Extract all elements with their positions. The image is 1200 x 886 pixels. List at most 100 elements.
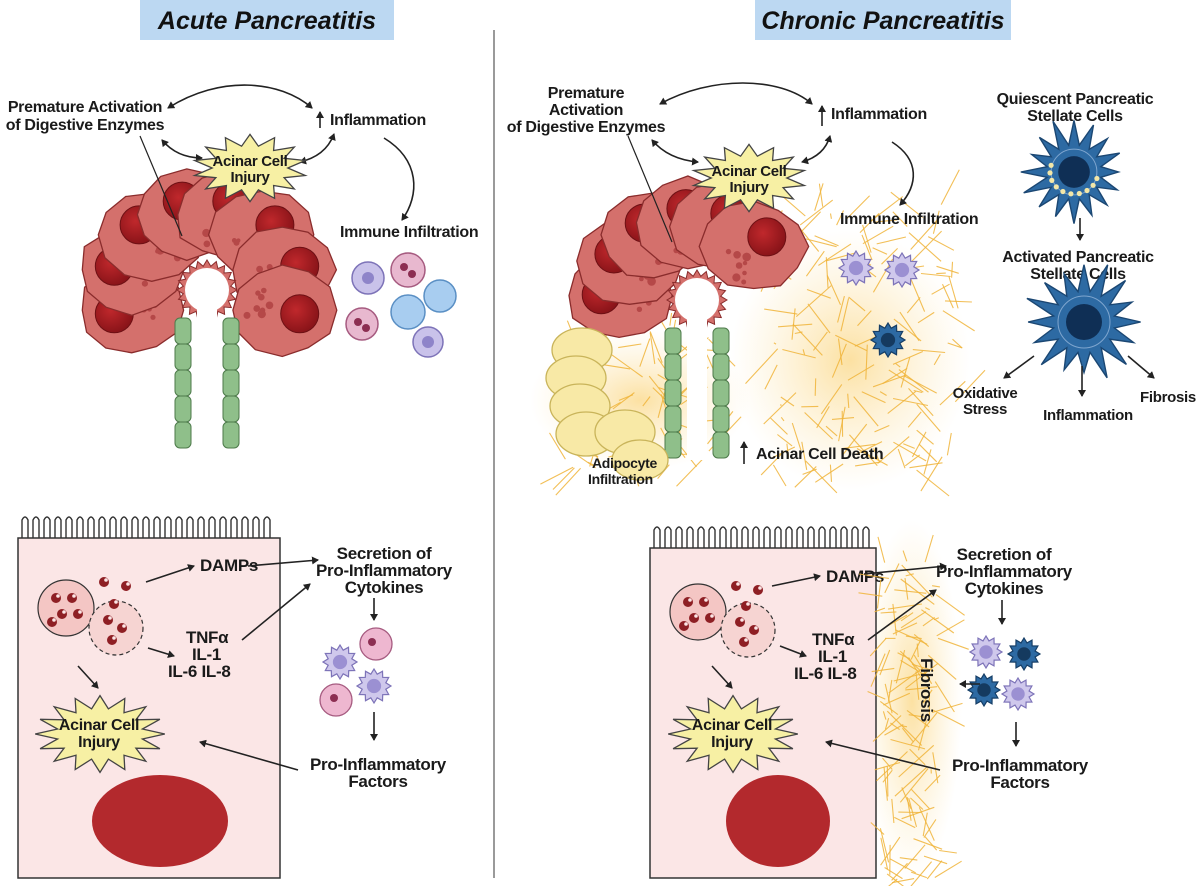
chronic-premature-label-2: Activation: [549, 102, 623, 119]
acinar-cell: [232, 264, 338, 358]
injury-star-shape: [691, 143, 807, 213]
stellate-fibrosis-label: Fibrosis: [1140, 389, 1196, 406]
activated-stellate-cell: [1026, 264, 1141, 379]
acute-cycle-arrow-top: [167, 84, 313, 109]
activated-label-1: Activated Pancreatic: [1002, 249, 1154, 266]
chronic-immune-arrow: [891, 141, 915, 206]
zymogen-granule: [705, 613, 715, 623]
acute-title-group: Acute Pancreatitis: [140, 0, 394, 40]
quiescent-stellate-cell: [1020, 120, 1121, 224]
stellate-inflammation-label: Inflammation: [1043, 407, 1133, 424]
adipocyte-label-1: Adipocyte: [592, 455, 657, 471]
zymogen-vesicle: [37, 579, 95, 637]
oxidative-arrow: [1003, 355, 1035, 379]
acute-premature-label-1: Premature Activation: [8, 99, 162, 116]
chronic-top-labels: Premature Activation of Digestive Enzyme…: [507, 82, 979, 487]
acute-tnf-to-secretion-arrow: [241, 583, 311, 641]
chronic-premature-pointer: [627, 135, 673, 243]
chronic-acinar-cell: DAMPs TNFα IL-1 IL-6 IL-8: [649, 526, 884, 879]
duct: [174, 300, 240, 450]
fibrosis-vertical-label: Fibrosis: [917, 658, 936, 722]
acute-injury-label-2: Injury: [230, 169, 270, 186]
injury-star-shape: [668, 694, 798, 774]
chronic-injury-label-2: Injury: [729, 179, 769, 196]
zymogen-granule: [689, 613, 699, 623]
acute-title-background: [140, 0, 394, 40]
chronic-cell-injury-label-2: Injury: [711, 734, 753, 751]
acute-injury-arrow: [77, 665, 99, 689]
acute-premature-pointer: [139, 135, 183, 237]
oxidative-label-2: Stress: [963, 401, 1007, 418]
zymogen-granule: [741, 601, 751, 611]
lymphocyte: [423, 279, 457, 313]
zymogen-granule: [739, 637, 749, 647]
chronic-factors-to-injury-arrow: [825, 739, 941, 771]
zymogen-granule: [51, 593, 61, 603]
chronic-cell-injury-label-1: Acinar Cell: [692, 717, 772, 734]
acute-injury-star: [192, 133, 308, 203]
zymogen-granule: [683, 597, 693, 607]
neutrophil: [345, 307, 379, 341]
chronic-il68-label: IL-6 IL-8: [794, 664, 856, 683]
chronic-tnf-label: TNFα: [812, 630, 855, 649]
injury-star-shape: [35, 694, 165, 774]
acute-immune-cells: [345, 252, 457, 358]
chronic-injury-label-1: Acinar Cell: [711, 163, 786, 180]
duct: [664, 310, 730, 460]
quiescent-label-1: Quiescent Pancreatic: [997, 91, 1154, 108]
acute-cytokine-pathway: Secretion of Pro-Inflammatory Cytokines …: [199, 544, 453, 791]
acute-damps-to-secretion-arrow: [247, 556, 319, 567]
acute-factors-label-2: Factors: [348, 772, 407, 791]
zymogen-granule: [735, 617, 745, 627]
lymphocyte: [390, 294, 426, 330]
acinar-death-label: Acinar Cell Death: [756, 446, 883, 463]
acute-il1-label: IL-1: [192, 645, 221, 664]
acinar-cell: [698, 200, 810, 290]
chronic-premature-label-1: Premature: [548, 85, 625, 102]
oxidative-label-1: Oxidative: [953, 385, 1018, 402]
neutrophil: [390, 252, 426, 288]
acute-tnf-label: TNFα: [186, 628, 229, 647]
acute-premature-label-2: of Digestive Enzymes: [6, 117, 165, 134]
chronic-title: Chronic Pancreatitis: [761, 7, 1004, 35]
acute-cell-nucleus: [92, 775, 228, 867]
acute-il68-label: IL-6 IL-8: [168, 662, 230, 681]
acute-immune-arrow: [383, 137, 415, 221]
chronic-injury-star: [691, 143, 807, 213]
chronic-immune-label: Immune Infiltration: [840, 211, 978, 228]
acute-acinar-cell: DAMPs TNFα IL-1 IL-6 IL-8: [17, 516, 281, 879]
acute-cycle-arrow-right: [299, 133, 336, 165]
leaky-vesicle: [88, 600, 144, 656]
activated-label-2: Stellate Cells: [1030, 266, 1126, 283]
zymogen-granule: [699, 597, 709, 607]
zymogen-granule: [107, 635, 117, 645]
stellate-pathway: Quiescent Pancreatic Stellate Cells Acti…: [953, 91, 1197, 424]
chronic-damps-label: DAMPs: [826, 567, 884, 586]
zymogen-granule: [679, 621, 689, 631]
chronic-cytokine-arrow: [779, 645, 807, 658]
acute-damps-label: DAMPs: [200, 556, 258, 575]
chronic-acinus: [568, 175, 810, 460]
chronic-inflammation-label: Inflammation: [831, 106, 927, 123]
fibrosis-arrow: [1127, 355, 1155, 379]
chronic-secretion-label-2: Pro-Inflammatory: [936, 562, 1073, 581]
acute-cell-injury-label-2: Injury: [78, 734, 120, 751]
acute-immune-label: Immune Infiltration: [340, 224, 478, 241]
chronic-immune-cells: [837, 249, 921, 359]
chronic-injury-arrow: [711, 665, 733, 689]
acute-cell-injury-star: [35, 694, 165, 774]
chronic-factors-label-1: Pro-Inflammatory: [952, 756, 1089, 775]
zymogen-vesicle: [669, 583, 727, 641]
acute-factors-label-1: Pro-Inflammatory: [310, 755, 447, 774]
neutrophil: [359, 627, 393, 661]
zymogen-granule: [121, 581, 131, 591]
acute-title: Acute Pancreatitis: [157, 7, 376, 35]
chronic-cell-injury-star: [668, 694, 798, 774]
chronic-damps-arrow: [771, 573, 821, 587]
acute-top-labels: Premature Activation of Digestive Enzyme…: [6, 84, 479, 241]
zymogen-granule: [57, 609, 67, 619]
adipocyte-label-2: Infiltration: [588, 471, 653, 487]
microvilli: [21, 516, 271, 538]
acute-inflammation-label: Inflammation: [330, 112, 426, 129]
